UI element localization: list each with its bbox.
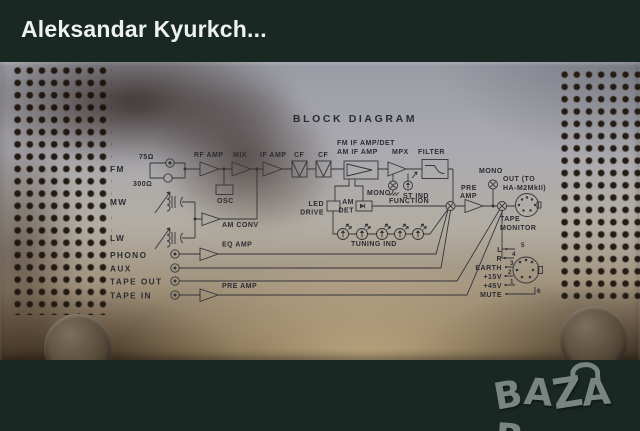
- label-det: DET: [339, 208, 355, 215]
- speaker-perforation-right: [561, 71, 640, 299]
- fm-antenna-terminals: [163, 158, 175, 183]
- label-drive: DRIVE: [300, 210, 324, 217]
- label-cf2: CF: [318, 152, 329, 159]
- if-amp-triangle: [262, 161, 284, 177]
- eq-amp-triangle: [199, 247, 220, 262]
- label-filter: FILTER: [418, 149, 445, 156]
- osc-box: [215, 184, 234, 195]
- mix-triangle: [231, 161, 253, 177]
- cf-filter-1: [291, 160, 308, 178]
- label-pin-1: 1: [510, 279, 514, 286]
- din-out-connector: [515, 193, 542, 217]
- logo-letter: R: [494, 415, 522, 431]
- tape-pre-amp-triangle: [199, 288, 220, 303]
- speaker-perforation-left: [14, 67, 112, 315]
- stereo-indicator-icon: [403, 180, 413, 191]
- label-pin-5: 5: [521, 242, 525, 249]
- function-switch-icon: [445, 201, 456, 211]
- label-pin-45v: +45V: [483, 283, 502, 290]
- tape-out-jack-icon: [170, 276, 180, 286]
- tape-monitor-switch-icon: [497, 201, 507, 211]
- label-st-ind: ST IND: [403, 193, 429, 200]
- label-pin-2: 2: [508, 269, 512, 276]
- label-pin-4: 4: [512, 251, 516, 258]
- label-tape-out: TAPE OUT: [110, 277, 163, 287]
- bazar-logo[interactable]: B A Z A R: [490, 361, 625, 431]
- product-photo[interactable]: BLOCK DIAGRAM: [0, 62, 640, 360]
- label-out-1: OUT (TO: [503, 176, 535, 183]
- label-am-if: AM IF AMP: [337, 149, 378, 156]
- diagram-title: BLOCK DIAGRAM: [293, 113, 417, 125]
- cf-filter-2: [315, 160, 332, 178]
- label-eq-amp: EQ AMP: [222, 242, 252, 249]
- label-fm: FM: [110, 164, 125, 174]
- label-pin-earth: EARTH: [475, 265, 502, 272]
- din-pin-connector: [512, 256, 543, 284]
- if-amp-det-box: [343, 160, 379, 180]
- am-conv-triangle: [201, 212, 222, 227]
- aux-jack-icon: [170, 263, 180, 273]
- label-amp: AMP: [460, 193, 477, 200]
- mono-switch-icon: [388, 180, 398, 191]
- label-tuning-ind: TUNING IND: [351, 241, 397, 248]
- rf-amp-triangle: [199, 161, 221, 177]
- mw-antenna-icon: [154, 191, 184, 214]
- panel-foot-right: [560, 306, 628, 360]
- label-tape: TAPE: [500, 216, 520, 223]
- led-drive-box: [326, 200, 341, 212]
- label-mix: MIX: [233, 152, 247, 159]
- label-pin-mute: MUTE: [480, 292, 502, 299]
- label-if-amp: IF AMP: [260, 152, 286, 159]
- label-rf-amp: RF AMP: [194, 152, 224, 159]
- label-cf1: CF: [294, 152, 305, 159]
- lw-antenna-icon: [154, 227, 184, 250]
- footer-bar: B A Z A R: [0, 360, 640, 431]
- phono-jack-icon: [170, 249, 180, 259]
- label-am-conv: AM CONV: [222, 222, 259, 229]
- label-am: AM: [342, 199, 354, 206]
- label-phono: PHONO: [110, 250, 147, 260]
- label-pin-6: 6: [537, 288, 541, 295]
- block-diagram: BLOCK DIAGRAM: [110, 113, 546, 303]
- am-det-box: [355, 200, 373, 212]
- label-function: FUNCTION: [389, 198, 429, 205]
- label-pre: PRE: [461, 185, 477, 192]
- label-aux: AUX: [110, 264, 132, 274]
- label-75ohm: 75Ω: [139, 154, 154, 161]
- label-pin-l: L: [497, 247, 502, 254]
- label-300ohm: 300Ω: [133, 181, 152, 188]
- label-out-2: HA-M2MkII): [503, 185, 546, 192]
- diagram-wires: [149, 162, 536, 296]
- pre-amp-triangle: [464, 198, 485, 214]
- logo-letter: A: [522, 369, 551, 415]
- logo-letter: B: [490, 371, 523, 419]
- page-title: Aleksandar Kyurkch...: [21, 16, 267, 42]
- label-monitor: MONITOR: [500, 225, 536, 232]
- label-mpx: MPX: [392, 149, 409, 156]
- panel-foot-left: [44, 314, 112, 360]
- tape-in-jack-icon: [170, 290, 180, 300]
- label-tape-in: TAPE IN: [110, 291, 152, 301]
- label-mono-out: MONO: [479, 168, 503, 175]
- logo-letter: A: [580, 369, 610, 415]
- label-osc: OSC: [217, 198, 234, 205]
- label-mw: MW: [110, 197, 128, 207]
- label-pin-r: R: [496, 256, 502, 263]
- label-pin-15v: +15V: [483, 274, 502, 281]
- header-bar: Aleksandar Kyurkch...: [0, 0, 640, 62]
- mpx-triangle: [387, 161, 408, 177]
- filter-box: [421, 159, 449, 179]
- label-fm-if: FM IF AMP/DET: [337, 140, 395, 147]
- label-led: LED: [309, 201, 325, 208]
- tuning-indicator-leds: [337, 223, 427, 240]
- label-lw: LW: [110, 233, 125, 243]
- mono-out-switch-icon: [488, 179, 498, 190]
- label-pin-3: 3: [510, 260, 514, 267]
- label-pre-amp: PRE AMP: [222, 283, 257, 290]
- label-mono-st: MONO: [367, 190, 391, 197]
